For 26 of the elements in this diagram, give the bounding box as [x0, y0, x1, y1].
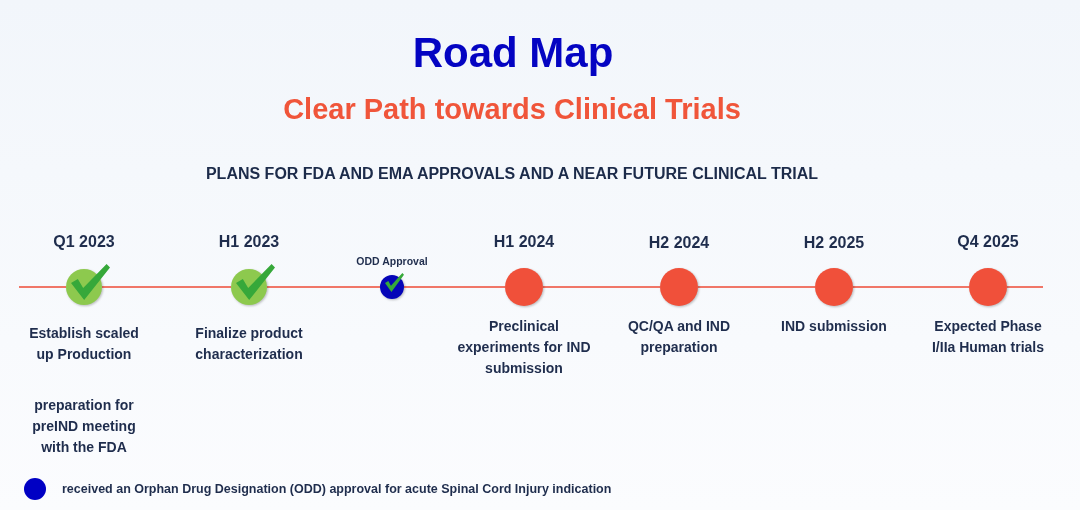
section-heading: PLANS FOR FDA AND EMA APPROVALS AND A NEAR FUTURE CLINICAL TRIAL — [205, 164, 819, 183]
milestone-description: Establish scaled up Production — [28, 324, 140, 364]
milestone-description: Finalize product characterization — [194, 324, 304, 364]
timeline-line — [403, 286, 506, 288]
period-label: H1 2024 — [493, 232, 555, 251]
period-label: H2 2025 — [803, 233, 865, 252]
period-label: Q1 2023 — [53, 232, 115, 251]
title: Road Map — [412, 28, 614, 78]
timeline-line — [18, 286, 67, 288]
period-label: H2 2024 — [648, 233, 710, 252]
timeline-line — [1006, 286, 1044, 288]
period-label: H1 2023 — [218, 232, 280, 251]
timeline-line — [697, 286, 816, 288]
period-label: Q4 2025 — [957, 232, 1019, 251]
timeline-line — [266, 286, 381, 288]
timeline-line — [101, 286, 232, 288]
milestone-label: ODD Approval — [356, 255, 428, 268]
milestone-description: IND submission — [780, 317, 888, 336]
milestone-description: QC/QA and IND preparation — [626, 317, 732, 357]
timeline-line — [542, 286, 661, 288]
milestone-description: Preclinical experiments for IND submission — [456, 317, 592, 378]
legend-text: received an Orphan Drug Designation (ODD) approval for acute Spinal Cord Injury indication — [62, 481, 612, 497]
timeline-line — [852, 286, 970, 288]
subtitle: Clear Path towards Clinical Trials — [283, 92, 741, 127]
milestone-description: Expected Phase I/IIa Human trials — [930, 317, 1045, 357]
milestone-description: preparation for preIND meeting with the FDA — [31, 396, 137, 457]
